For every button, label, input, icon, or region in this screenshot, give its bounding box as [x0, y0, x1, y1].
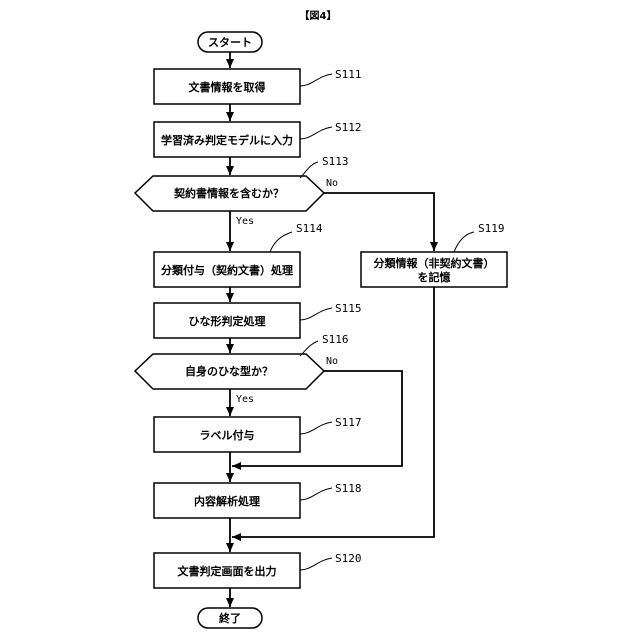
step-id-s119: S119	[478, 222, 505, 235]
leader-s118	[300, 488, 332, 500]
branch-s116-yes: Yes	[236, 394, 254, 405]
figure-label: 【図4】	[300, 9, 337, 22]
decision-s113-label: 契約書情報を含むか？	[173, 186, 284, 200]
process-s120-label: 文書判定画面を出力	[178, 564, 277, 578]
leader-s112	[300, 127, 332, 139]
step-id-s120: S120	[335, 552, 362, 565]
step-id-s117: S117	[335, 416, 362, 429]
process-s118: 内容解析処理 S118	[154, 482, 362, 518]
step-id-s111: S111	[335, 68, 362, 81]
process-s120: 文書判定画面を出力 S120	[154, 552, 362, 588]
end-label: 終了	[219, 611, 241, 625]
decision-s116-label: 自身のひな型か？	[185, 364, 273, 378]
process-s119-label-line1: 分類情報（非契約文書）	[374, 256, 495, 270]
process-s117: ラベル付与 S117	[154, 416, 362, 452]
end-terminal: 終了	[198, 608, 262, 628]
process-s114: 分類付与（契約文書）処理 S114	[154, 222, 323, 287]
step-id-s116: S116	[322, 333, 349, 346]
process-s111-label: 文書情報を取得	[189, 80, 266, 94]
process-s115-label: ひな形判定処理	[189, 314, 266, 328]
branch-s116-no: No	[326, 356, 338, 367]
process-s119-label-line2: を記憶	[418, 270, 451, 284]
process-s112: 学習済み判定モデルに入力 S112	[154, 121, 362, 157]
branch-s113-no: No	[326, 178, 338, 189]
process-s118-label: 内容解析処理	[194, 494, 260, 508]
arrow-s113-s119	[324, 193, 434, 251]
decision-s113: 契約書情報を含むか？ S113 No Yes	[135, 155, 349, 227]
leader-s116	[300, 341, 318, 356]
leader-s111	[300, 74, 332, 86]
leader-s114	[270, 232, 292, 252]
leader-s119	[454, 232, 474, 252]
process-s111: 文書情報を取得 S111	[154, 68, 362, 104]
start-terminal: スタート	[198, 32, 262, 52]
step-id-s115: S115	[335, 302, 362, 315]
step-id-s113: S113	[322, 155, 349, 168]
start-label: スタート	[208, 36, 252, 49]
leader-s117	[300, 422, 332, 434]
process-s112-label: 学習済み判定モデルに入力	[161, 133, 293, 147]
process-s114-label: 分類付与（契約文書）処理	[161, 263, 293, 277]
step-id-s112: S112	[335, 121, 362, 134]
step-id-s114: S114	[296, 222, 323, 235]
decision-s116: 自身のひな型か？ S116 No Yes	[135, 333, 349, 405]
process-s117-label: ラベル付与	[200, 428, 255, 442]
leader-s120	[300, 558, 332, 570]
branch-s113-yes: Yes	[236, 216, 254, 227]
step-id-s118: S118	[335, 482, 362, 495]
leader-s115	[300, 308, 332, 320]
leader-s113	[300, 162, 318, 178]
